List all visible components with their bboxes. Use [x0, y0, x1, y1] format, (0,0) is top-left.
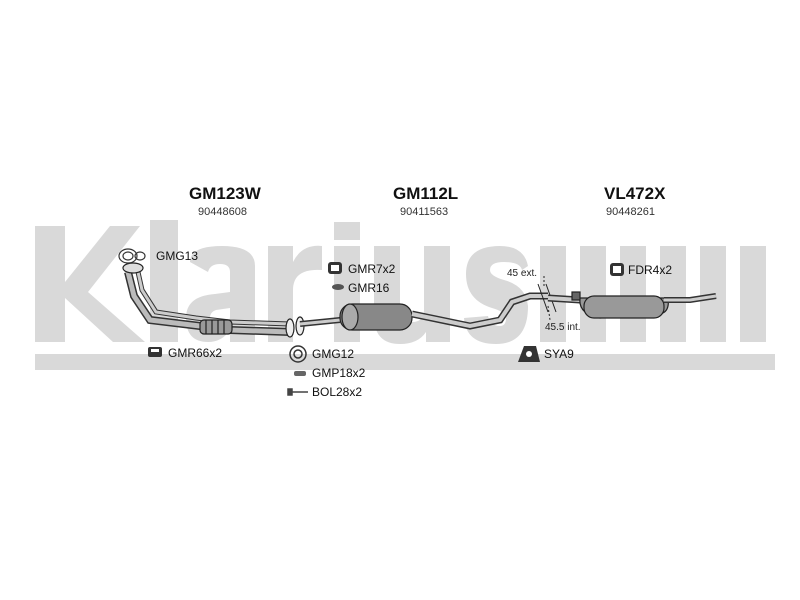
part-label-gmr7x2: GMR7x2 [348, 262, 396, 276]
part-label-gmr16: GMR16 [348, 281, 390, 295]
hanger-bracket-icon [518, 346, 540, 362]
dimension-ext: 45 ext. [507, 268, 538, 279]
part-label-gmg13: GMG13 [156, 249, 199, 263]
rubber-mount-icon [610, 263, 624, 276]
centre-silencer [295, 292, 548, 336]
section-code-rear: VL472X [604, 184, 666, 203]
section-number-rear: 90448261 [606, 206, 655, 218]
bolt-icon [287, 388, 308, 396]
ring-gasket-icon [118, 248, 146, 264]
part-label-bol28x2: BOL28x2 [312, 385, 363, 399]
rubber-hanger-icon [148, 347, 162, 357]
clamp-icon [294, 371, 306, 376]
part-label-gmp18x2: GMP18x2 [312, 366, 366, 380]
section-number-centre: 90411563 [400, 206, 449, 218]
front-pipe [122, 262, 295, 338]
rear-silencer [547, 291, 717, 319]
part-label-fdr4x2: FDR4x2 [628, 263, 673, 277]
watermark-logo [35, 220, 775, 370]
dimension-int: 45.5 int. [545, 322, 581, 333]
part-label-gmg12: GMG12 [312, 347, 355, 361]
section-number-front: 90448608 [198, 206, 247, 218]
part-label-gmr66x2: GMR66x2 [168, 346, 223, 360]
rubber-ring-icon [332, 284, 344, 290]
section-code-front: GM123W [189, 184, 261, 203]
ring-gasket-icon [289, 345, 307, 363]
section-code-centre: GM112L [393, 184, 459, 203]
rubber-mount-icon [328, 262, 342, 274]
part-label-sya9: SYA9 [544, 347, 574, 361]
